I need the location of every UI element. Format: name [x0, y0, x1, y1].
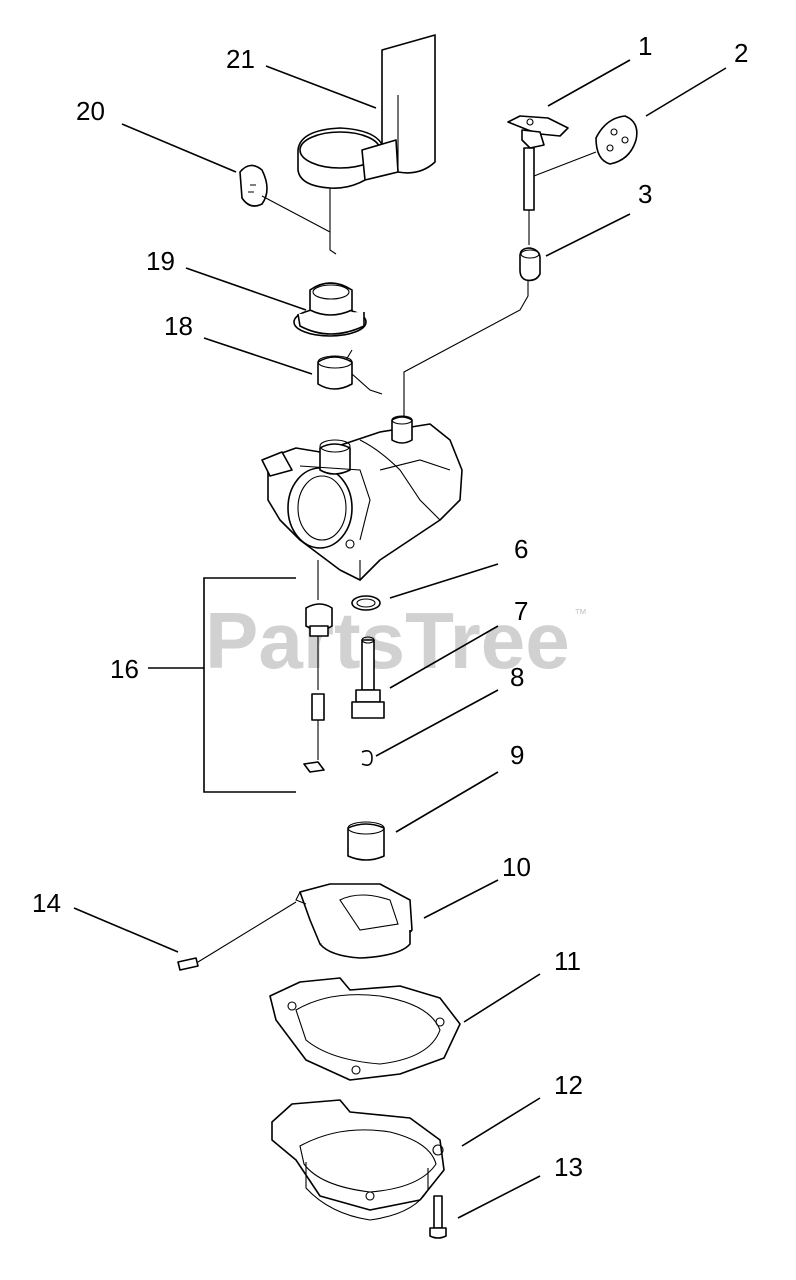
leader-lines: [73, 59, 727, 1219]
callout-2: 2: [734, 38, 748, 68]
callout-19: 19: [146, 246, 175, 276]
watermark: PartsTree ™: [205, 596, 587, 685]
part-10-float[interactable]: [295, 883, 413, 959]
part-3-choke-seal[interactable]: [403, 247, 541, 420]
part-1-choke-lever[interactable]: [507, 115, 569, 245]
part-19-spring-gear[interactable]: [293, 282, 367, 337]
part-2-choke-plate[interactable]: [533, 115, 638, 177]
callout-1: 1: [638, 31, 652, 61]
part-7-main-nozzle[interactable]: [351, 636, 385, 719]
callout-9: 9: [510, 740, 524, 770]
callout-14: 14: [32, 888, 61, 918]
part-12-float-bowl[interactable]: [271, 1099, 445, 1221]
part-8-clip[interactable]: [361, 750, 373, 766]
callout-3: 3: [638, 179, 652, 209]
part-16-bracket: [148, 577, 296, 793]
callout-6: 6: [514, 534, 528, 564]
callout-18: 18: [164, 311, 193, 341]
part-13-bowl-screw[interactable]: [429, 1195, 447, 1239]
carburetor-body[interactable]: [261, 415, 463, 581]
part-21-throttle-lever[interactable]: [297, 34, 436, 255]
part-11-gasket[interactable]: [269, 977, 461, 1081]
callout-12: 12: [554, 1070, 583, 1100]
callout-8: 8: [510, 662, 524, 692]
callout-16: 16: [110, 654, 139, 684]
watermark-trademark: ™: [574, 606, 587, 621]
callout-21: 21: [226, 44, 255, 74]
callout-7: 7: [514, 596, 528, 626]
callout-10: 10: [502, 852, 531, 882]
watermark-text: PartsTree: [205, 596, 570, 685]
part-14-float-pin[interactable]: [177, 901, 297, 971]
callout-13: 13: [554, 1152, 583, 1182]
callout-11: 11: [554, 946, 581, 976]
part-20-throttle-plate[interactable]: [239, 164, 331, 233]
part-6-o-ring[interactable]: [351, 595, 381, 611]
part-9-spacer[interactable]: [347, 821, 385, 861]
part-18-torsion-spring[interactable]: [317, 349, 383, 395]
callout-20: 20: [76, 96, 105, 126]
callout-labels: 21 20 1 2 3 19 18 6 7 16 8 9 10 14 11 12…: [32, 31, 748, 1182]
part-16-needle-valve-kit[interactable]: [303, 560, 333, 773]
